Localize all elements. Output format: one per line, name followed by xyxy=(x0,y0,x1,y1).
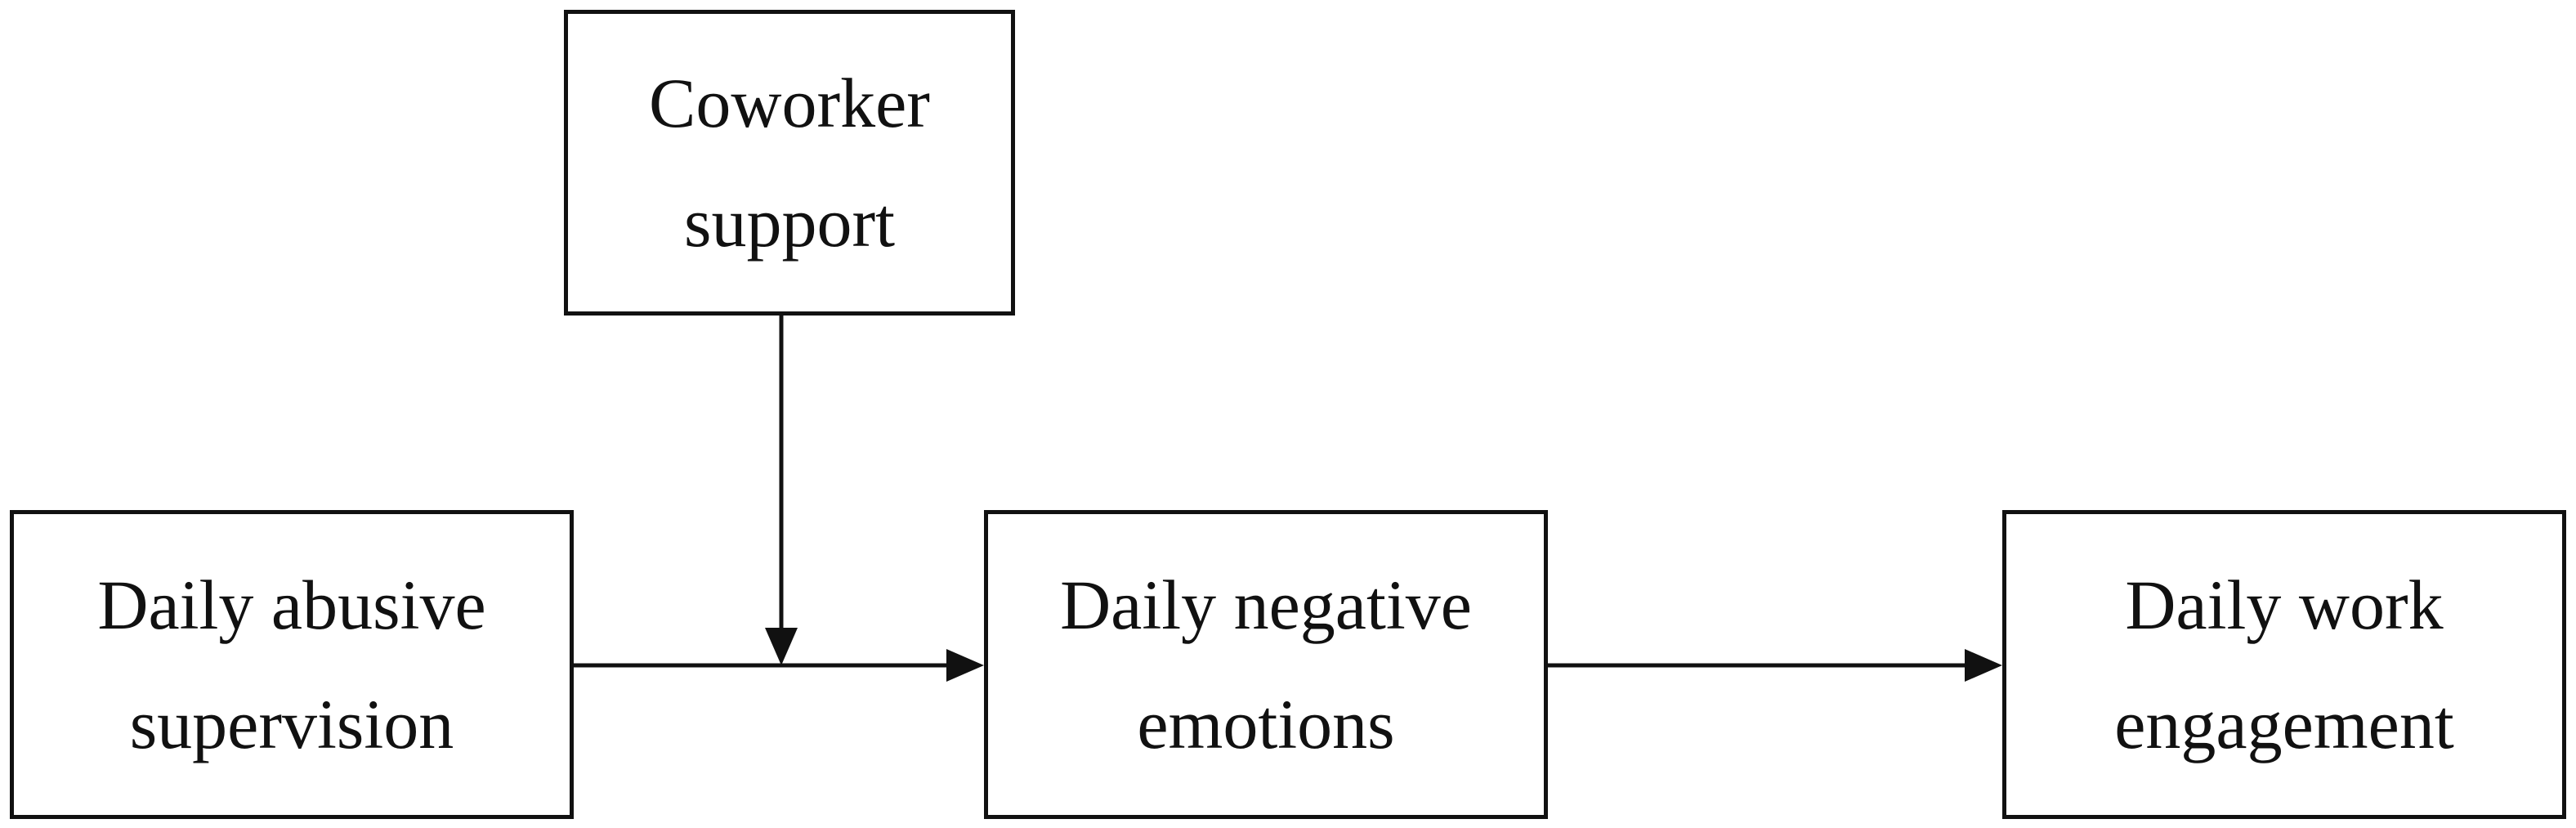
node-label: Coworker support xyxy=(649,63,930,262)
node-daily-work-engagement: Daily work engagement xyxy=(2002,510,2566,819)
node-daily-negative-emotions: Daily negative emotions xyxy=(984,510,1548,819)
node-label: Daily abusive supervision xyxy=(97,565,486,763)
node-label: Daily work engagement xyxy=(2114,565,2454,763)
node-label: Daily negative emotions xyxy=(1060,565,1472,763)
node-daily-abusive-supervision: Daily abusive supervision xyxy=(10,510,574,819)
node-coworker-support: Coworker support xyxy=(564,10,1015,316)
arrowhead-supervision-to-emotions xyxy=(946,649,984,682)
arrowhead-emotions-to-engagement xyxy=(1965,649,2002,682)
arrowhead-moderation xyxy=(765,628,798,665)
